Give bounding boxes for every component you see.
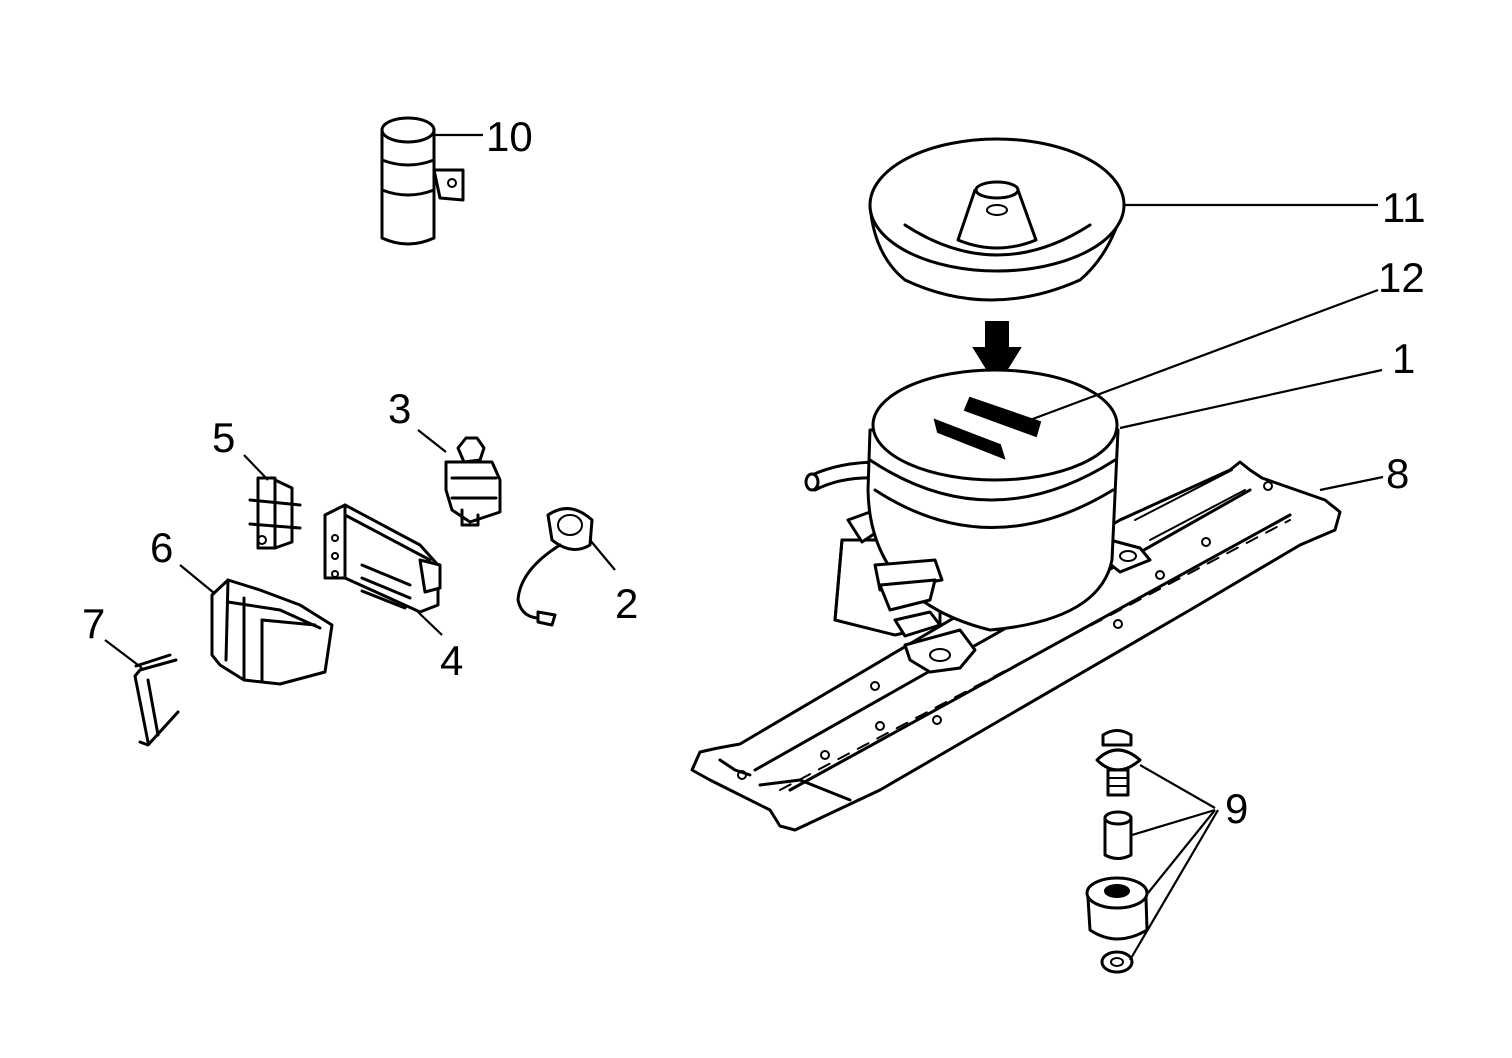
leader-4 [417, 611, 443, 636]
leader-2 [589, 539, 616, 571]
part-11-drip-tray [868, 137, 1126, 302]
part-8-base-plate [690, 460, 1342, 832]
leader-9d [1129, 809, 1219, 961]
leader-3 [417, 429, 447, 453]
leader-12 [1029, 288, 1379, 422]
callout-9: 9 [1225, 785, 1248, 832]
callout-8: 8 [1386, 450, 1409, 497]
callout-3: 3 [388, 385, 411, 432]
leader-6 [179, 564, 215, 594]
leader-9c [1147, 809, 1216, 894]
callout-10: 10 [486, 113, 533, 160]
leader-9b [1131, 808, 1216, 837]
callout-4: 4 [440, 637, 463, 684]
part-3-relay [444, 436, 502, 527]
callout-2: 2 [615, 580, 638, 627]
callout-6: 6 [150, 524, 173, 571]
callout-1: 1 [1392, 335, 1415, 382]
part-6-terminal-cover [210, 578, 334, 686]
callout-5: 5 [212, 414, 235, 461]
callout-7: 7 [82, 600, 105, 647]
down-arrow-icon [972, 321, 1022, 387]
callout-12: 12 [1378, 254, 1425, 301]
part-7-retaining-clip [133, 653, 180, 747]
part-10-capacitor [380, 116, 465, 246]
leader-1 [1119, 368, 1383, 430]
part-5-terminal-clip [248, 476, 302, 550]
leader-lines [104, 133, 1384, 961]
part-4-terminal-block [323, 503, 442, 614]
leader-8 [1319, 475, 1384, 492]
leader-9a [1139, 764, 1216, 809]
callout-labels: 10 11 12 1 8 3 5 6 7 2 4 9 [82, 113, 1426, 832]
leader-7 [104, 639, 143, 669]
part-9-mounting-set [1085, 729, 1149, 974]
callout-11: 11 [1382, 184, 1426, 231]
part-2-overload-protector [516, 507, 594, 627]
part-1-compressor [804, 368, 1120, 638]
leader-5 [243, 454, 269, 481]
